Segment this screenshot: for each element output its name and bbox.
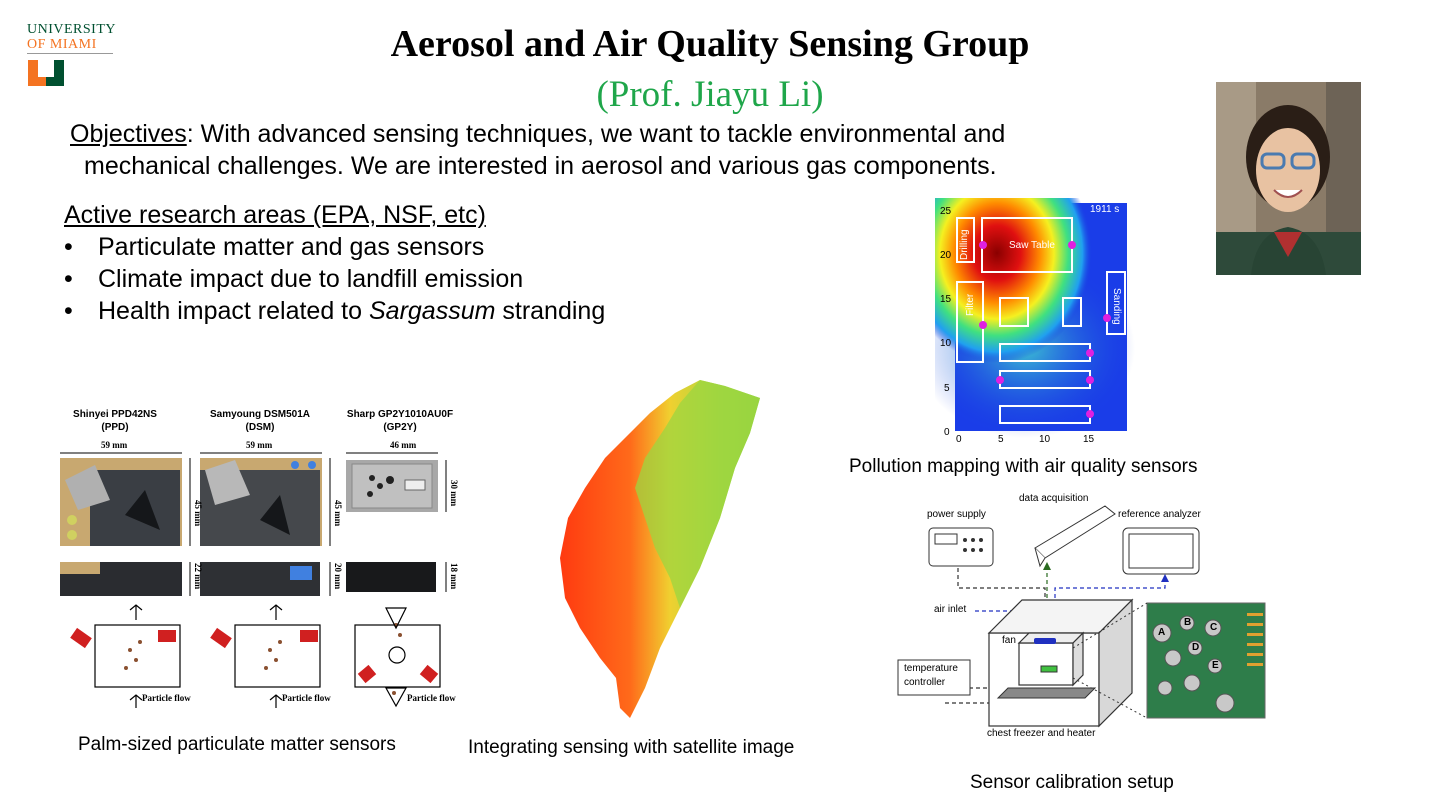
calibration-diagram: power supply data acquisition reference … (895, 488, 1270, 748)
x-tick: 5 (998, 434, 1004, 445)
particle-flow-label: Particle flow (282, 693, 331, 703)
portrait-photo (1216, 82, 1361, 275)
x-tick: 15 (1083, 434, 1095, 445)
sensors-caption: Palm-sized particulate matter sensors (78, 734, 396, 755)
research-areas: Active research areas (EPA, NSF, etc) Pa… (64, 199, 605, 327)
pollution-heatmap (935, 198, 1135, 438)
satellite-map (560, 380, 760, 718)
sensor-1-name: Shinyei PPD42NS(PPD) (73, 409, 157, 433)
research-item: Health impact related to Sargassum stran… (64, 295, 605, 327)
map-saw-table-label: Saw Table (1009, 240, 1055, 251)
research-item: Climate impact due to landfill emission (64, 263, 605, 295)
label-temperature-controller: temperature controller (904, 663, 958, 688)
species-name: Sargassum (368, 297, 496, 325)
sensor-3-height: 30 mm (449, 480, 459, 507)
x-tick: 10 (1039, 434, 1051, 445)
satellite-caption: Integrating sensing with satellite image (468, 737, 795, 758)
map-sanding-label: Sanding (1111, 288, 1122, 325)
sensor-3-name: Sharp GP2Y1010AU0F(GP2Y) (346, 409, 454, 433)
logo-line-1: UNIVERSITY (27, 22, 116, 37)
board-label: D (1192, 642, 1200, 653)
sensor-1-height: 45 mm (193, 500, 203, 527)
calibration-caption: Sensor calibration setup (970, 772, 1174, 793)
label-chest-freezer: chest freezer and heater (987, 728, 1096, 739)
y-tick: 5 (944, 383, 950, 394)
logo-divider (27, 53, 113, 54)
board-label: C (1210, 622, 1218, 633)
sensor-1-width: 59 mm (101, 440, 128, 450)
page-title: Aerosol and Air Quality Sensing Group (390, 23, 1030, 65)
board-label: B (1184, 617, 1192, 628)
objectives-line-2: mechanical challenges. We are interested… (84, 152, 997, 180)
y-tick: 15 (940, 294, 952, 305)
sensor-2-name: Samyoung DSM501A(DSM) (209, 409, 311, 433)
map-time-label: 1911 s (1090, 204, 1120, 215)
y-tick: 20 (940, 250, 952, 261)
sensor-3-width: 46 mm (390, 440, 417, 450)
u-logo-icon (28, 60, 64, 86)
pollution-map-caption: Pollution mapping with air quality senso… (849, 456, 1198, 477)
objectives-label: Objectives (70, 120, 187, 148)
y-tick: 0 (944, 427, 950, 438)
pollution-map-panel: 1911 s Saw Table Drilling Filter Sanding… (935, 198, 1135, 448)
board-label: A (1158, 627, 1166, 638)
map-drilling-label: Drilling (959, 229, 970, 260)
sensor-1-depth: 22 mm (193, 563, 203, 590)
research-heading: Active research areas (EPA, NSF, etc) (64, 201, 486, 229)
y-tick: 10 (940, 338, 952, 349)
objectives-line-1: : With advanced sensing techniques, we w… (186, 120, 1006, 148)
label-reference-analyzer: reference analyzer (1118, 509, 1201, 520)
label-fan: fan (1002, 635, 1016, 646)
label-data-acquisition: data acquisition (1019, 493, 1089, 504)
research-item: Particulate matter and gas sensors (64, 231, 605, 263)
calibration-schematic (897, 505, 1266, 728)
sensor-3-depth: 18 mm (449, 563, 459, 590)
logo-line-2: OF MIAMI (27, 37, 97, 52)
y-tick: 25 (940, 206, 952, 217)
objectives-text: Objectives: With advanced sensing techni… (70, 118, 1110, 182)
sensor-2-depth: 20 mm (333, 563, 343, 590)
university-logo: UNIVERSITY OF MIAMI (27, 22, 116, 52)
page-subtitle: (Prof. Jiayu Li) (596, 74, 824, 115)
sensor-2-width: 59 mm (246, 440, 273, 450)
map-filter-label: Filter (965, 293, 976, 316)
particle-flow-label: Particle flow (142, 693, 191, 703)
sensor-photos (60, 452, 447, 708)
board-label: E (1212, 660, 1219, 671)
label-power-supply: power supply (927, 509, 986, 520)
sensors-panel: Shinyei PPD42NS(PPD) Samyoung DSM501A(DS… (50, 405, 460, 710)
particle-flow-label: Particle flow (407, 693, 456, 703)
label-air-inlet: air inlet (934, 604, 967, 615)
sensor-2-height: 45 mm (333, 500, 343, 527)
x-tick: 0 (956, 434, 962, 445)
research-list: Particulate matter and gas sensors Clima… (64, 231, 605, 327)
